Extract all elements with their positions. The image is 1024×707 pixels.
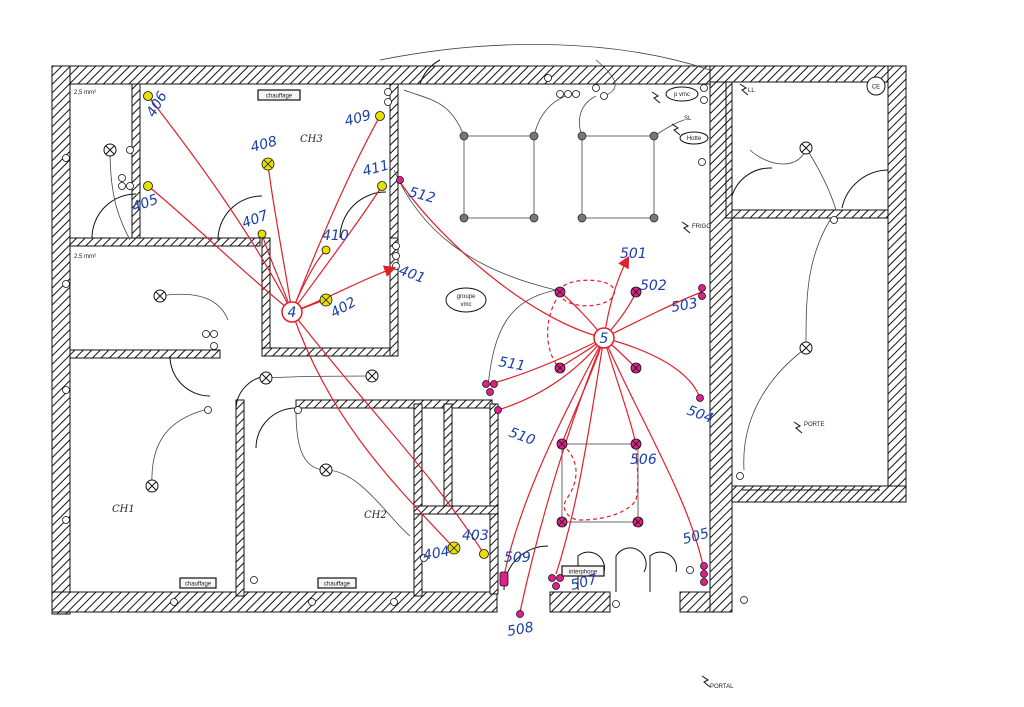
label-503: 503 (670, 296, 699, 316)
label-512: 512 (407, 184, 437, 206)
circuit-5-hub-label: 5 (600, 331, 609, 347)
chauffage-ch1: chauffage (179, 577, 217, 589)
section-label: 2,5 mm² (74, 254, 96, 260)
label-505: 505 (681, 525, 711, 547)
label-404: 404 (422, 544, 451, 564)
light-fixture (365, 369, 379, 383)
porte-label: PORTE (804, 422, 825, 428)
wall-garage-bottom (731, 485, 907, 503)
wall-ch3-left (131, 83, 141, 243)
room-ch2: CH2 (364, 510, 387, 521)
ceiling-lights (103, 141, 813, 493)
ce-label: CE (872, 85, 880, 91)
label-506: 506 (630, 452, 657, 468)
portal-label: PORTAL (710, 684, 734, 690)
circuit-4-wires (147, 95, 485, 555)
light-fixture (799, 141, 813, 155)
label-401: 401 (397, 263, 428, 287)
wall-closet-right (389, 237, 399, 357)
light-fixture (153, 289, 167, 303)
light-fixture (319, 463, 333, 477)
label-509: 509 (504, 550, 531, 566)
circuit-4-hub-label: 4 (288, 305, 297, 321)
grid-light-points (459, 131, 659, 223)
label-409: 409 (343, 107, 373, 129)
label-502: 502 (640, 278, 667, 294)
room-ch1: CH1 (112, 504, 135, 515)
label-403: 403 (462, 528, 489, 544)
circuit-4-marks (143, 91, 489, 559)
light-fixture (103, 143, 117, 157)
groupe-vmc-label: groupe (457, 294, 476, 300)
label-501: 501 (620, 246, 647, 262)
ll-label: LL (748, 88, 755, 94)
wall-garage-inner2 (725, 81, 733, 219)
interphone-label: interphone (569, 570, 598, 576)
light-fixture (145, 479, 159, 493)
room-ch3: CH3 (300, 134, 323, 145)
label-408: 408 (249, 133, 279, 155)
p-vmc: p vmc (665, 86, 699, 102)
label-402: 402 (328, 294, 359, 321)
label-510: 510 (507, 425, 538, 449)
circuit-5-dashed (547, 279, 639, 521)
ce: CE (866, 76, 886, 96)
label-507: 507 (569, 571, 599, 593)
chauffage-label: chauffage (266, 94, 293, 100)
wall-ch2-top (295, 399, 493, 409)
circuit-5-hub (593, 327, 615, 349)
wall-ch3-bottom (69, 237, 261, 247)
label-410: 410 (322, 228, 349, 244)
wall-wc-right (489, 403, 499, 595)
light-fixture (259, 371, 273, 385)
wall-h-mid (69, 349, 221, 359)
sockets (62, 74, 838, 608)
groupe-vmc-label-2: vmc (461, 302, 472, 308)
circuit-5: 5 501 502 503 504 505 506 507 50 (396, 176, 715, 640)
wall-ch2-right (413, 403, 423, 597)
label-407: 407 (240, 208, 271, 232)
hotte-label: Hotte (687, 136, 702, 142)
wall-ch3-right (389, 83, 399, 245)
wall-garage-right (887, 65, 907, 503)
light-fixture (799, 341, 813, 355)
sl-label: SL (684, 116, 692, 122)
label-boxes: chauffage chauffage chauffage interphone… (74, 76, 886, 690)
circuit-5-marks (396, 176, 708, 618)
chauffage-label: chauffage (185, 582, 212, 588)
wall-ch1-right (235, 399, 245, 597)
wall-left (51, 65, 71, 615)
wall-bottom-left (51, 591, 498, 613)
chauffage-label: chauffage (324, 582, 351, 588)
label-511: 511 (497, 354, 526, 374)
circuit-4-hub (281, 301, 303, 323)
circuit-4: 4 401 402 403 404 405 406 407 408 409 41… (130, 89, 489, 564)
wall-closet-left (261, 237, 271, 355)
label-508: 508 (506, 620, 535, 640)
wall-top (51, 65, 713, 85)
chauffage-ch2: chauffage (317, 577, 357, 589)
p-vmc-label: p vmc (674, 92, 690, 98)
chauffage-ch3: chauffage (257, 89, 301, 101)
label-411: 411 (361, 157, 391, 179)
wall-bottom-mid (549, 591, 611, 613)
interphone-box: interphone (561, 565, 605, 577)
power-symbols (651, 83, 803, 688)
frigo-label: FRIGO (692, 224, 711, 230)
hotte: Hotte (679, 131, 709, 145)
groupe-vmc: groupe vmc (445, 287, 487, 313)
wall-wc-left (443, 403, 453, 515)
wall-garage-inner (731, 209, 889, 219)
section-label: 2,5 mm² (74, 90, 96, 96)
